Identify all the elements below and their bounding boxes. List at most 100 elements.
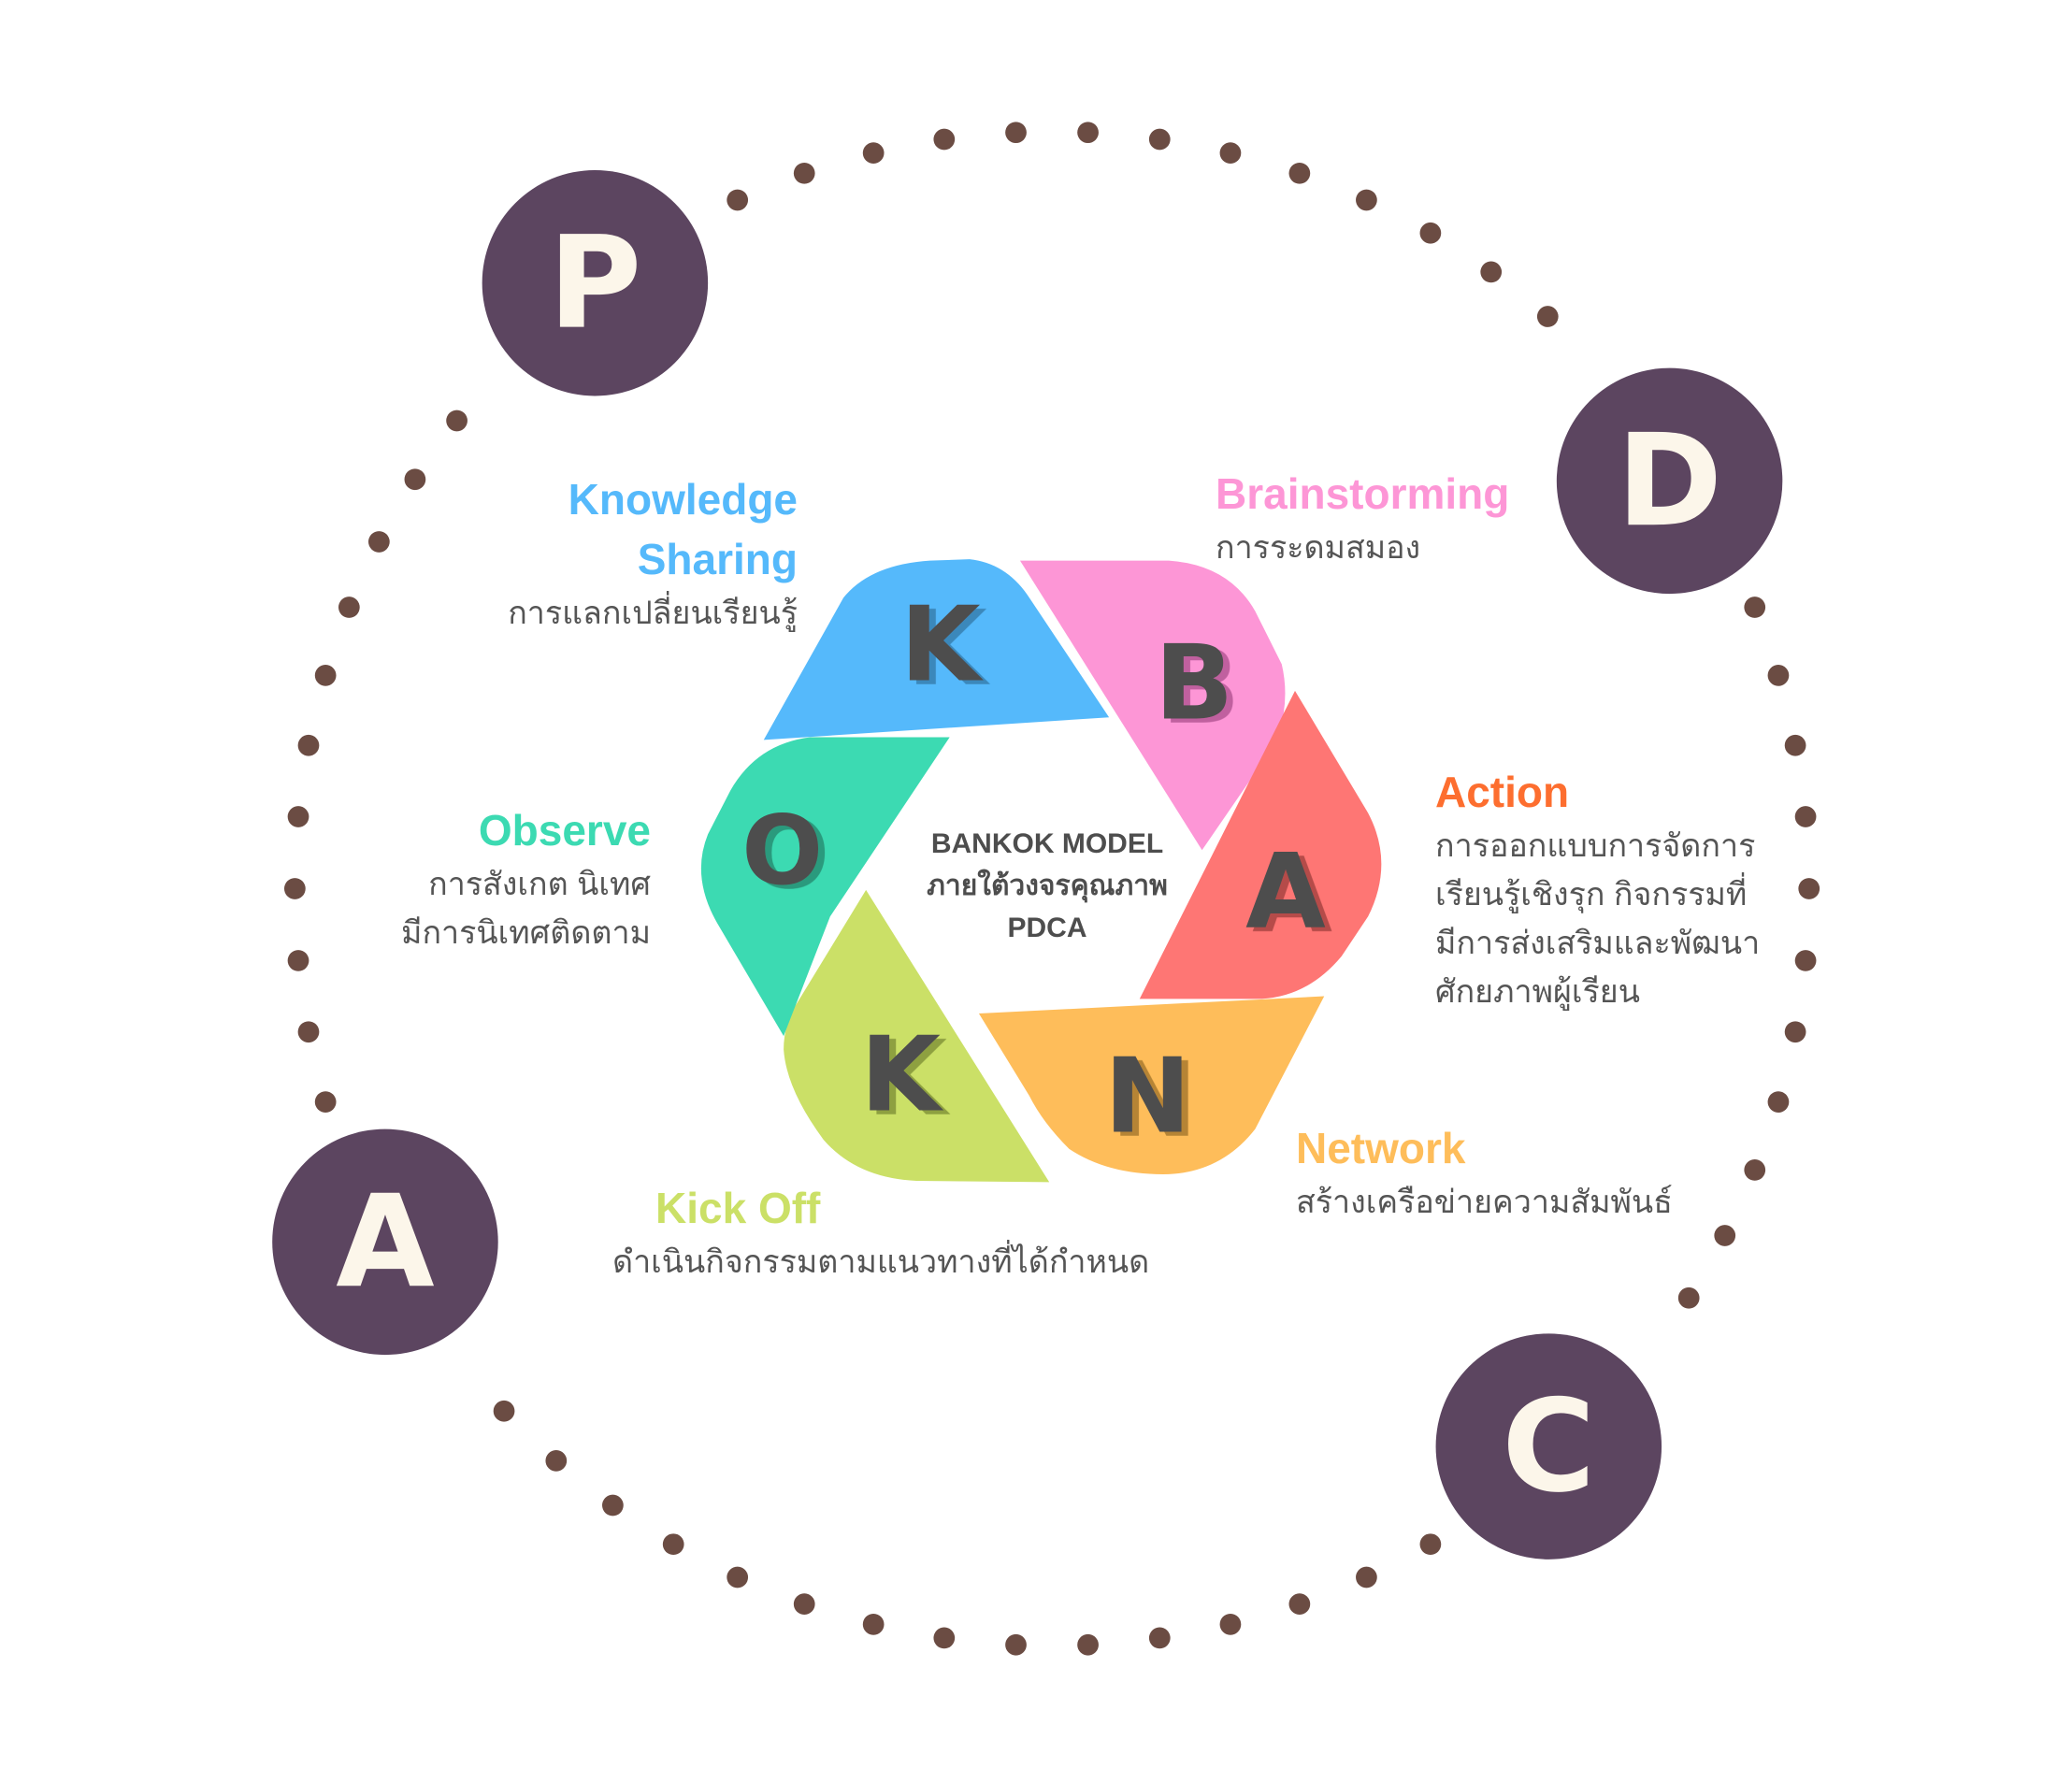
ring-dot <box>1219 142 1242 164</box>
label-title: Action <box>1435 768 1570 816</box>
ring-dot <box>1480 261 1503 283</box>
label-title: Network <box>1296 1124 1466 1172</box>
letter-p: P <box>548 209 641 358</box>
segment-n-network <box>978 996 1325 1174</box>
ring-dot <box>1744 1159 1766 1181</box>
ring-dot <box>297 734 320 756</box>
ring-dot <box>314 664 337 686</box>
ring-dot <box>1356 1566 1377 1588</box>
label-action: Action การออกแบบการจัดการ เรียนรู้เชิงรุ… <box>1435 762 1760 1016</box>
ring-dot <box>1767 1091 1790 1113</box>
circle-a <box>272 1128 498 1356</box>
circle-d <box>1556 367 1783 595</box>
segment-letter-a: A <box>1245 832 1326 953</box>
label-desc: ดำเนินกิจกรรมตามแนวทางที่ได้กำหนด <box>612 1244 1150 1280</box>
segment-letter-k: K <box>900 584 985 705</box>
ring-dot <box>1419 1533 1442 1556</box>
ring-dot <box>1536 306 1559 327</box>
label-desc: มีการนิเทศติดตาม <box>401 915 651 951</box>
ring-dot <box>862 142 885 164</box>
ring-dot <box>1219 1613 1242 1635</box>
ring-dot <box>1005 122 1027 144</box>
ring-dot <box>1356 189 1377 211</box>
ring-dot <box>862 1613 885 1635</box>
ring-dot <box>493 1400 515 1422</box>
letter-d: D <box>1617 407 1722 555</box>
ring-dot <box>662 1533 684 1556</box>
ring-dot <box>446 410 468 432</box>
ring-dot <box>1794 950 1817 971</box>
center-title-line3: PDCA <box>1007 913 1087 943</box>
label-title: Knowledge <box>568 475 798 524</box>
ring-dot <box>545 1450 568 1472</box>
letter-c: C <box>1502 1373 1595 1521</box>
label-desc: เรียนรู้เชิงรุก กิจกรรมที่ <box>1435 877 1748 913</box>
ring-dot <box>1288 162 1311 184</box>
label-title: Observe <box>478 806 651 855</box>
ring-dot <box>1798 878 1820 899</box>
ring-dot <box>283 878 306 899</box>
ring-dot <box>602 1494 624 1516</box>
center-title-line2: ภายใต้วงจรคุณภาพ <box>927 870 1168 901</box>
ring-dot <box>727 189 749 211</box>
label-desc: การออกแบบการจัดการ <box>1435 828 1756 864</box>
center-title-line1: BANKOK MODEL <box>930 828 1164 859</box>
segment-letter-b: B <box>1155 624 1233 744</box>
segment-letter-k2: K <box>860 1015 944 1136</box>
label-kick-off: Kick Off ดำเนินกิจกรรมตามแนวทางที่ได้กำห… <box>612 1178 1149 1286</box>
label-desc: ศักยภาพผู้เรียน <box>1435 974 1640 1010</box>
circle-c <box>1435 1333 1662 1560</box>
segment-k-knowledge <box>763 559 1110 740</box>
ring-dot <box>793 1593 815 1615</box>
circle-p <box>482 169 709 396</box>
segment-letter-o: O <box>741 796 823 907</box>
label-title: Sharing <box>637 535 798 583</box>
label-knowledge-sharing: Knowledge Sharing การแลกเปลี่ยนเรียนรู้ <box>508 469 798 638</box>
ring-dot <box>1148 128 1171 151</box>
ring-dot <box>287 950 309 971</box>
ring-dot <box>1767 664 1790 686</box>
ring-dot <box>287 806 309 827</box>
label-desc: การสังเกต นิเทศ <box>428 867 651 902</box>
label-desc: การระดมสมอง <box>1216 530 1421 566</box>
ring-dot <box>314 1091 337 1113</box>
segment-letter-n: N <box>1104 1036 1191 1157</box>
ring-dot <box>933 1627 956 1649</box>
ring-dot <box>338 597 360 618</box>
label-brainstorming: Brainstorming การระดมสมอง <box>1216 464 1509 572</box>
letter-a: A <box>336 1168 435 1316</box>
segment-letters: K B A N K O <box>741 584 1326 1157</box>
ring-dot <box>1714 1225 1736 1246</box>
ring-dot <box>1677 1286 1700 1309</box>
ring-dot <box>1744 597 1766 618</box>
ring-dot <box>727 1566 749 1588</box>
ring-dot <box>1794 806 1817 827</box>
label-title: Kick Off <box>655 1184 821 1232</box>
dotted-cycle-ring <box>283 122 1820 1656</box>
label-title: Brainstorming <box>1216 469 1510 518</box>
ring-dot <box>367 531 390 553</box>
ring-dot <box>933 128 956 151</box>
pdca-circles: P D C A <box>272 169 1783 1560</box>
ring-dot <box>1288 1593 1311 1615</box>
ring-dot <box>793 162 815 184</box>
ring-dot <box>297 1021 320 1043</box>
label-desc: การแลกเปลี่ยนเรียนรู้ <box>508 596 798 631</box>
label-network: Network สร้างเครือข่ายความสัมพันธ์ <box>1296 1118 1673 1227</box>
segment-o-observe <box>700 737 950 1037</box>
ring-dot <box>404 468 426 491</box>
ring-dot <box>1419 222 1442 244</box>
segment-b-brainstorming <box>1019 560 1286 851</box>
ring-dot <box>1077 122 1099 144</box>
label-desc: สร้างเครือข่ายความสัมพันธ์ <box>1296 1185 1673 1220</box>
center-title: BANKOK MODEL ภายใต้วงจรคุณภาพ PDCA <box>898 823 1197 949</box>
ring-dot <box>1005 1633 1027 1656</box>
label-observe: Observe การสังเกต นิเทศ มีการนิเทศติดตาม <box>401 800 651 957</box>
label-desc: มีการส่งเสริมและพัฒนา <box>1435 926 1761 961</box>
segment-k-kickoff <box>784 889 1050 1183</box>
ring-dot <box>1077 1633 1099 1656</box>
ring-dot <box>1148 1627 1171 1649</box>
segment-a-action <box>1139 690 1382 999</box>
